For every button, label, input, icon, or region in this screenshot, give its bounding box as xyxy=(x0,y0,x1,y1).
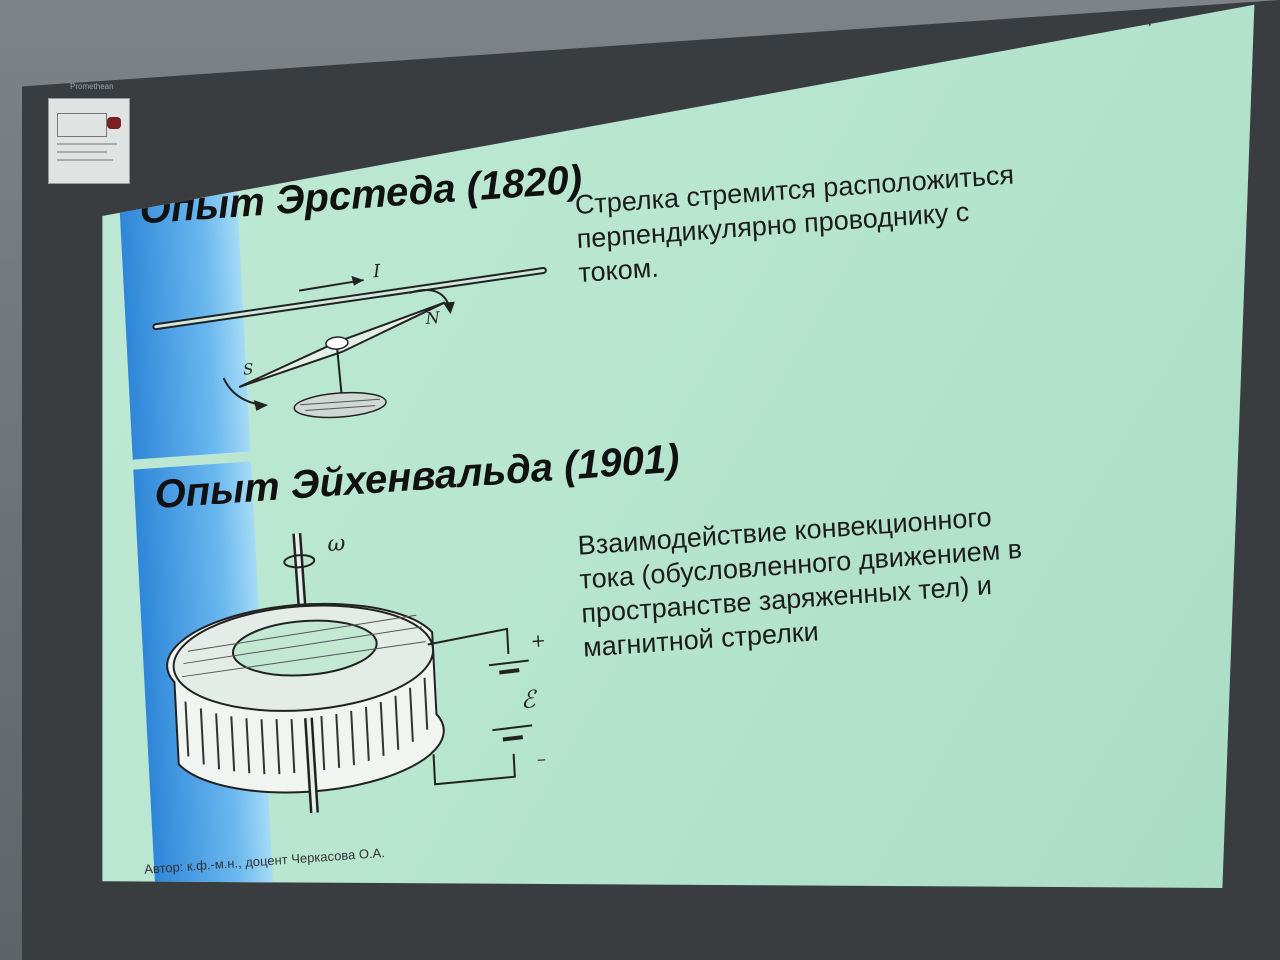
minus-sign: – xyxy=(536,749,546,771)
section1-description: Стрелка стремится расположиться перпенди… xyxy=(574,147,1163,290)
north-label: N xyxy=(424,308,441,328)
needle-pivot xyxy=(325,336,349,350)
plus-sign: + xyxy=(530,630,546,652)
disk-inner-hole xyxy=(231,619,378,677)
battery-plate-short xyxy=(502,735,523,742)
panel-line xyxy=(57,159,113,161)
panel-marker-icon xyxy=(107,117,121,129)
panel-thumbnail-icon xyxy=(57,113,107,137)
board-side-panel xyxy=(48,98,130,184)
rotation-arrow xyxy=(283,554,316,569)
eichenwald-figure: ω + ℰ – xyxy=(166,531,546,814)
current-arrow xyxy=(298,279,364,292)
axis-bottom-highlight xyxy=(306,717,317,813)
oersted-figure: I N S xyxy=(152,261,547,419)
base-hatching xyxy=(300,398,380,411)
needle-stand xyxy=(336,348,343,395)
conductor-wire-highlight xyxy=(154,269,545,329)
panel-line xyxy=(57,143,117,145)
current-label: I xyxy=(372,261,382,283)
disk-top-hatching xyxy=(182,614,426,678)
stand-base xyxy=(293,391,387,419)
battery-plate-short xyxy=(499,668,520,675)
south-label: S xyxy=(243,360,254,379)
panel-line xyxy=(57,151,107,153)
section2-title-word: Опыт xyxy=(153,464,281,518)
disk-side-hatching xyxy=(184,677,429,775)
battery-plate-long xyxy=(492,724,533,732)
circuit-wires xyxy=(427,627,516,786)
emf-label: ℰ xyxy=(520,685,538,714)
battery-plate-long xyxy=(488,659,529,667)
slide-content: 4 Опыт Эрстеда (1820) I N S Стрелка стре xyxy=(116,5,1253,888)
section2-description: Взаимодействие конвекционного тока (обус… xyxy=(577,487,1183,665)
current-arrowhead xyxy=(351,275,364,286)
section2-title-rest: Эйхенвальда (1901) xyxy=(289,436,681,508)
omega-label: ω xyxy=(327,531,346,557)
board-brand-label: Promethean xyxy=(70,82,114,91)
rotation-arrowhead-north xyxy=(442,301,455,315)
rotation-arrowhead-south xyxy=(253,400,269,411)
